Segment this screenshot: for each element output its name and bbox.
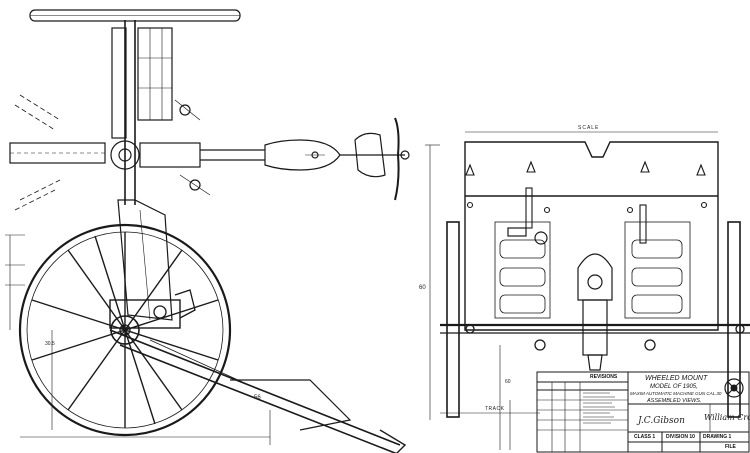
file-label: FILE: [725, 444, 736, 450]
title-line-1: WHEELED MOUNT: [645, 375, 708, 382]
height-dimension-label: 60: [419, 285, 426, 291]
class-label: CLASS 1: [634, 434, 656, 440]
top-plan-view: [9, 9, 410, 211]
track-label: TRACK: [485, 406, 505, 412]
wheel-dimension-label: 56: [254, 395, 261, 401]
drawing-label: DRAWING 1: [703, 434, 732, 440]
signature-right: William Crozier: [704, 413, 750, 422]
scale-label: SCALE: [578, 125, 600, 131]
title-line-3: MAXIM AUTOMATIC MACHINE GUN CAL.30: [630, 391, 722, 396]
front-elevation-view: [425, 131, 750, 450]
signature-left: J.C.Gibson: [638, 416, 685, 426]
title-block-frame: [536, 371, 750, 453]
axle-dimension-label: 30.5: [45, 341, 55, 347]
track-value-label: 60: [505, 379, 511, 385]
title-line-2: MODEL OF 1905,: [650, 384, 698, 390]
division-label: DIVISION 10: [666, 434, 695, 440]
side-elevation-view: [5, 199, 407, 453]
title-line-4: ASSEMBLED VIEWS.: [647, 398, 702, 404]
revisions-heading: REVISIONS: [590, 374, 618, 380]
